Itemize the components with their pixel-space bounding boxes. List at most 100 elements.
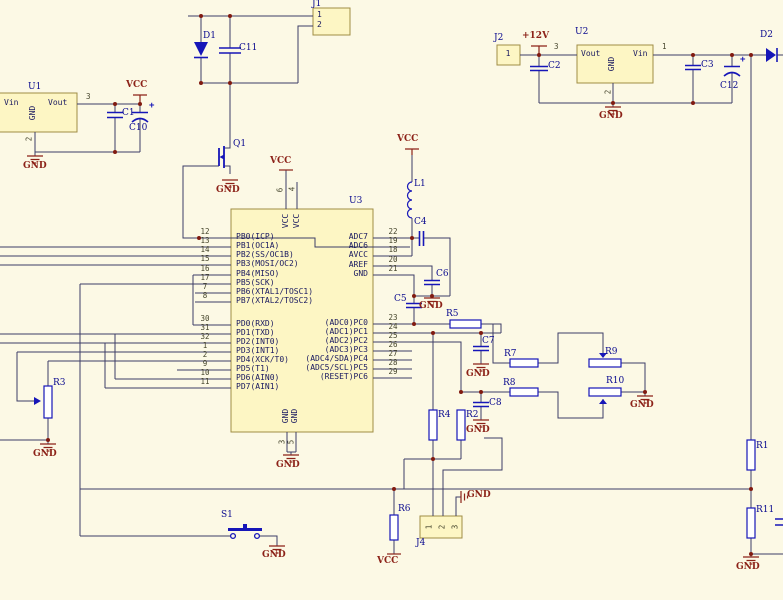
u3-pin-28-name: (ADC5/SCL)PC5	[305, 363, 368, 372]
u3-pin-11-number: 11	[200, 377, 210, 386]
u3-pin-25-number: 25	[388, 331, 398, 340]
u3-pin-32-name: PD2(INT0)	[236, 337, 280, 346]
rotated-label-4: VCC	[281, 213, 290, 229]
ref-label-c5: C5	[394, 294, 407, 304]
rotated-label-10: 3	[277, 439, 287, 445]
c4-capacitor	[418, 231, 425, 246]
u3-pin-18-name: AVCC	[348, 250, 368, 259]
c12-capacitor	[723, 65, 741, 77]
power-label-gnd-15: GND	[33, 449, 57, 459]
u3-pin-21-name: GND	[353, 269, 368, 278]
u2-vout-label: Vout	[581, 49, 601, 58]
u2-pin1-number: 1	[662, 42, 667, 51]
u1-body[interactable]	[0, 92, 78, 133]
u3-pin-29-number: 29	[388, 367, 398, 376]
ref-label-r9: R9	[605, 347, 618, 357]
u3-pin-25-name: (ADC2)PC2	[324, 336, 368, 345]
u3-pin-27-name: (ADC4/SDA)PC4	[305, 354, 368, 363]
power-label-gnd-3: GND	[216, 185, 240, 195]
rotated-label-12: 1	[424, 524, 434, 530]
ref-label-r4: R4	[438, 410, 451, 420]
component-boxes[interactable]	[0, 7, 654, 539]
ref-label-s1: S1	[221, 510, 233, 520]
u3-pin-21-number: 21	[388, 264, 398, 273]
u3-pin-1-name: PD3(INT1)	[236, 346, 280, 355]
j1-pin1-label: 1	[317, 10, 322, 19]
u3-pin-19-number: 19	[388, 236, 398, 245]
u3-pin-15-number: 15	[200, 254, 210, 263]
gnd-symbol-r3	[40, 443, 56, 452]
u2-body[interactable]	[576, 44, 654, 84]
j2-pin1-label: 1	[505, 49, 511, 58]
u2-vin-label: Vin	[633, 49, 648, 58]
ref-label-j4: J4	[416, 538, 426, 548]
l1-inductor	[406, 181, 413, 219]
c11-capacitor	[219, 47, 241, 54]
ref-label-r2: R2	[466, 410, 479, 420]
wires	[0, 15, 783, 557]
gnd-symbol-q1	[222, 179, 238, 188]
u3-pin-17-name: PB5(SCK)	[236, 278, 275, 287]
c8-capacitor	[473, 401, 489, 408]
s1-switch[interactable]	[228, 524, 262, 540]
c5-capacitor	[406, 302, 422, 309]
u1-vin-label: Vin	[4, 98, 19, 107]
j4-body[interactable]	[419, 515, 463, 539]
c3-capacitor	[685, 64, 701, 71]
j1-body[interactable]	[312, 7, 351, 36]
u3-pin-11-name: PD7(AIN1)	[236, 382, 280, 391]
u3-pin-20-name: AREF	[348, 260, 368, 269]
u3-pin-23-name: (ADC0)PC0	[324, 318, 368, 327]
resistors	[43, 319, 756, 541]
r2-resistor	[456, 409, 466, 441]
gnd-symbol-s1	[269, 545, 285, 554]
ref-label-r5: R5	[446, 309, 459, 319]
ref-label-r7: R7	[504, 349, 517, 359]
c10-capacitor	[131, 111, 149, 123]
ref-label-d1: D1	[203, 31, 216, 41]
rotated-label-3: 2	[603, 89, 613, 95]
u3-pin-8-name: PB7(XTAL2/TOSC2)	[236, 296, 314, 305]
ref-label-r10: R10	[606, 376, 625, 386]
power-label-gnd-12: GND	[467, 490, 491, 500]
u3-pin-2-name: PD4(XCK/T0)	[236, 355, 289, 364]
power-label-+12v-5: +12V	[522, 31, 550, 41]
u3-pin-31-name: PD1(TXD)	[236, 328, 275, 337]
r10-wiper-arrow	[599, 399, 607, 404]
power-label-gnd-1: GND	[23, 161, 47, 171]
u3-pin-30-number: 30	[200, 314, 210, 323]
ref-label-c7: C7	[482, 336, 495, 346]
power-label-gnd-9: GND	[466, 369, 490, 379]
r8-resistor	[509, 387, 539, 397]
rotated-label-13: 2	[437, 524, 447, 530]
c1-capacitor	[107, 111, 123, 119]
ref-label-r11: R11	[756, 505, 775, 515]
u3-pin-16-name: PB4(MISO)	[236, 269, 280, 278]
plus-mark-0: +	[149, 101, 155, 111]
ref-label-u1: U1	[28, 82, 42, 92]
u3-pin-16-number: 16	[200, 264, 210, 273]
r10-potentiometer	[588, 387, 622, 397]
u3-body[interactable]	[230, 208, 374, 433]
ref-label-r1: R1	[756, 441, 769, 451]
power-label-gnd-13: GND	[262, 550, 286, 560]
edge-capacitor	[775, 518, 783, 526]
u3-pin-13-name: PB1(OC1A)	[236, 241, 280, 250]
gnd-symbol-c7	[473, 363, 489, 372]
power-label-vcc-7: VCC	[397, 134, 419, 144]
ref-label-c4: C4	[414, 217, 427, 227]
q1-arrow	[219, 154, 224, 160]
rotated-label-11: 5	[286, 439, 296, 445]
rotated-label-6: GND	[281, 408, 290, 424]
u3-pin-12-name: PB0(ICP)	[236, 232, 275, 241]
u3-pin-31-number: 31	[200, 323, 210, 332]
u3-pin-32-number: 32	[200, 332, 210, 341]
components[interactable]	[34, 42, 783, 541]
u3-pin-15-name: PB3(MOSI/OC2)	[236, 259, 299, 268]
rotated-label-1: 2	[24, 136, 34, 142]
u3-pin-13-number: 13	[200, 236, 210, 245]
ref-label-q1: Q1	[233, 139, 247, 149]
u3-pin-2-number: 2	[202, 350, 208, 359]
rotated-label-0: GND	[28, 105, 37, 121]
u3-pin-24-number: 24	[388, 322, 398, 331]
